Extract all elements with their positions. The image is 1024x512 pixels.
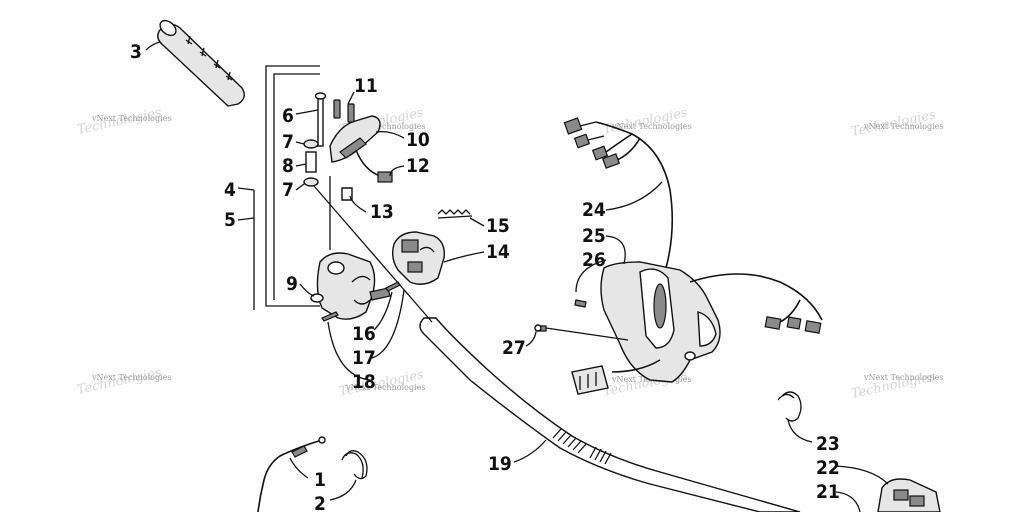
watermark-bottom-left: Technologies vNext Technologies <box>76 365 172 398</box>
callout-21: 21 <box>816 481 840 503</box>
wiring-harness-right <box>689 273 823 334</box>
callout-1: 1 <box>314 469 326 491</box>
throttle-lever-assembly <box>303 92 393 201</box>
wiring-connector-lower <box>571 359 661 395</box>
callout-12: 12 <box>406 155 430 177</box>
callout-26: 26 <box>582 249 606 271</box>
callout-7a: 7 <box>282 131 294 153</box>
svg-text:vNext Technologies: vNext Technologies <box>345 383 425 392</box>
leader-lines <box>145 41 889 512</box>
callout-19: 19 <box>488 453 512 475</box>
screw-26 <box>574 299 587 308</box>
svg-text:vNext Technologies: vNext Technologies <box>863 373 943 382</box>
callout-22: 22 <box>816 457 840 479</box>
callout-11: 11 <box>354 75 378 97</box>
callout-16: 16 <box>352 323 376 345</box>
callout-labels: 3 6 7 8 7 4 5 11 10 12 13 15 14 9 16 17 … <box>130 41 840 512</box>
snap-ring <box>777 391 802 422</box>
callout-17: 17 <box>352 347 376 369</box>
callout-3: 3 <box>130 41 142 63</box>
callout-18: 18 <box>352 371 376 393</box>
switch-part <box>391 231 445 285</box>
right-switch-part <box>877 478 941 512</box>
callout-13: 13 <box>370 201 394 223</box>
handlebar-part <box>419 317 801 512</box>
watermark-top-right: Technologies vNext Technologies <box>850 107 944 140</box>
clamp-part <box>341 450 368 480</box>
callout-5: 5 <box>224 209 236 231</box>
svg-text:vNext Technologies: vNext Technologies <box>91 114 171 123</box>
screw-18 <box>321 311 339 322</box>
spring-part <box>437 209 473 219</box>
callout-14: 14 <box>486 241 510 263</box>
grip-part <box>157 19 245 107</box>
callout-25: 25 <box>582 225 606 247</box>
callout-27: 27 <box>502 337 526 359</box>
callout-9: 9 <box>286 273 298 295</box>
pin-6 <box>317 95 324 147</box>
callout-15: 15 <box>486 215 510 237</box>
callout-7b: 7 <box>282 179 294 201</box>
callout-6: 6 <box>282 105 294 127</box>
throttle-housing <box>310 252 391 320</box>
callout-4: 4 <box>224 179 236 201</box>
callout-23: 23 <box>816 433 840 455</box>
wiring-harness-upper <box>563 117 674 269</box>
control-housing <box>600 261 721 383</box>
bracket-lines <box>253 65 320 310</box>
svg-text:vNext Technologies: vNext Technologies <box>345 122 425 131</box>
watermark-top-mid: Technologies vNext Technologies <box>602 105 692 138</box>
callout-2: 2 <box>314 493 326 512</box>
callout-8: 8 <box>282 155 294 177</box>
callout-24: 24 <box>582 199 606 221</box>
callout-10: 10 <box>406 129 430 151</box>
svg-text:vNext Technologies: vNext Technologies <box>863 122 943 131</box>
watermark-bottom-right: Technologies vNext Technologies <box>850 369 944 402</box>
svg-text:vNext Technologies: vNext Technologies <box>611 122 691 131</box>
watermark-top-left: Technologies vNext Technologies <box>76 105 172 138</box>
throttle-cable <box>257 436 326 512</box>
svg-text:vNext Technologies: vNext Technologies <box>91 373 171 382</box>
